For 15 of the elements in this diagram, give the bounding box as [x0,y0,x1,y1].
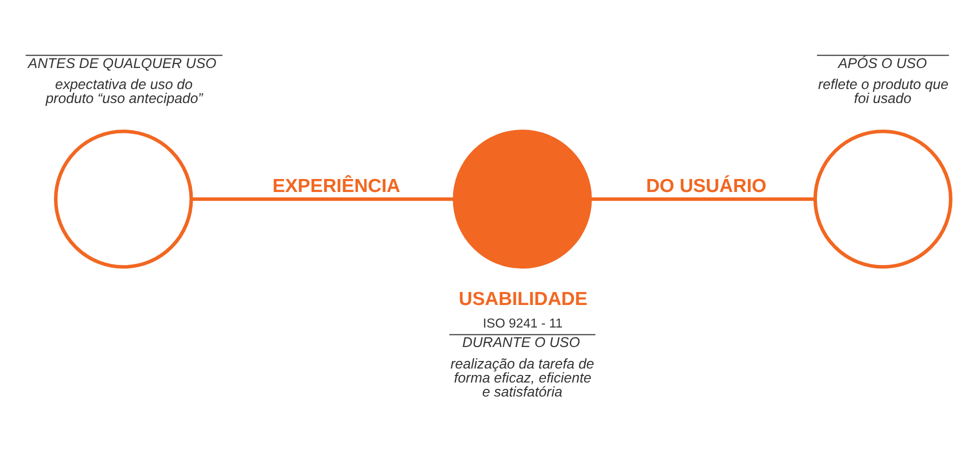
node-label: ANTES DE QUALQUER USO [28,54,216,70]
node-label: DURANTE O USO [462,334,580,350]
edge-label: EXPERIÊNCIA [272,174,400,196]
edge-label: DO USUÁRIO [646,174,766,196]
node-label: expectativa de uso do produto “uso antecipado” [46,76,203,106]
node-circle [54,129,193,268]
node-label: APÓS O USO [838,54,927,70]
node-label: realização da tarefa de forma eficaz, eficiente e satisfatória [450,354,594,400]
node-label: ISO 9241 - 11 [482,314,563,330]
node-label: reflete o produto que foi usado [818,76,948,106]
node-circle [452,129,592,268]
connector [590,196,816,200]
connector [191,196,454,200]
node-circle [813,129,952,268]
node-label: USABILIDADE [458,287,588,308]
